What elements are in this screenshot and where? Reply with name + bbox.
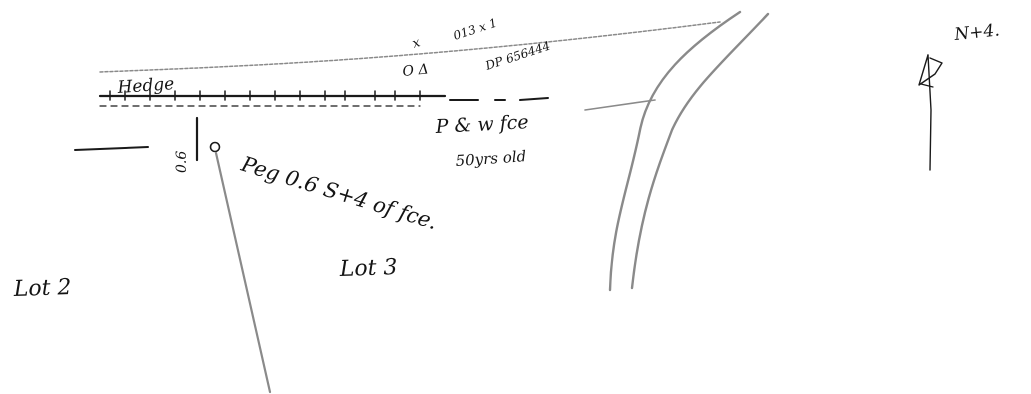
- fence-leader-line: [584, 99, 656, 111]
- dp-reference-label: DP 656444: [483, 39, 552, 73]
- lot-2-label: Lot 2: [12, 275, 72, 302]
- peg-note-label: Peg 0.6 S+4 of fce.: [238, 152, 441, 235]
- creek-lines: [608, 10, 770, 292]
- fence-age-label: 50yrs old: [455, 147, 527, 170]
- mark-code-label: 013 x 1: [452, 16, 499, 43]
- left-offset-line: [74, 146, 149, 151]
- top-boundary-line: [99, 21, 721, 73]
- offset-value-label: 0.6: [174, 151, 190, 173]
- hedge-fence-line: [98, 90, 549, 107]
- hedge-label: Hedge: [116, 74, 175, 98]
- mark-symbol-label: O Δ: [402, 61, 430, 80]
- peg-marker: [209, 141, 221, 153]
- paw-fence-label: P & w fce: [434, 111, 529, 138]
- north-arrow-icon: [918, 54, 943, 171]
- lot-3-label: Lot 3: [338, 255, 398, 282]
- lot-boundary-line: [214, 151, 272, 394]
- north-label: N+4.: [952, 20, 1000, 45]
- survey-mark-x-label: x: [411, 35, 423, 52]
